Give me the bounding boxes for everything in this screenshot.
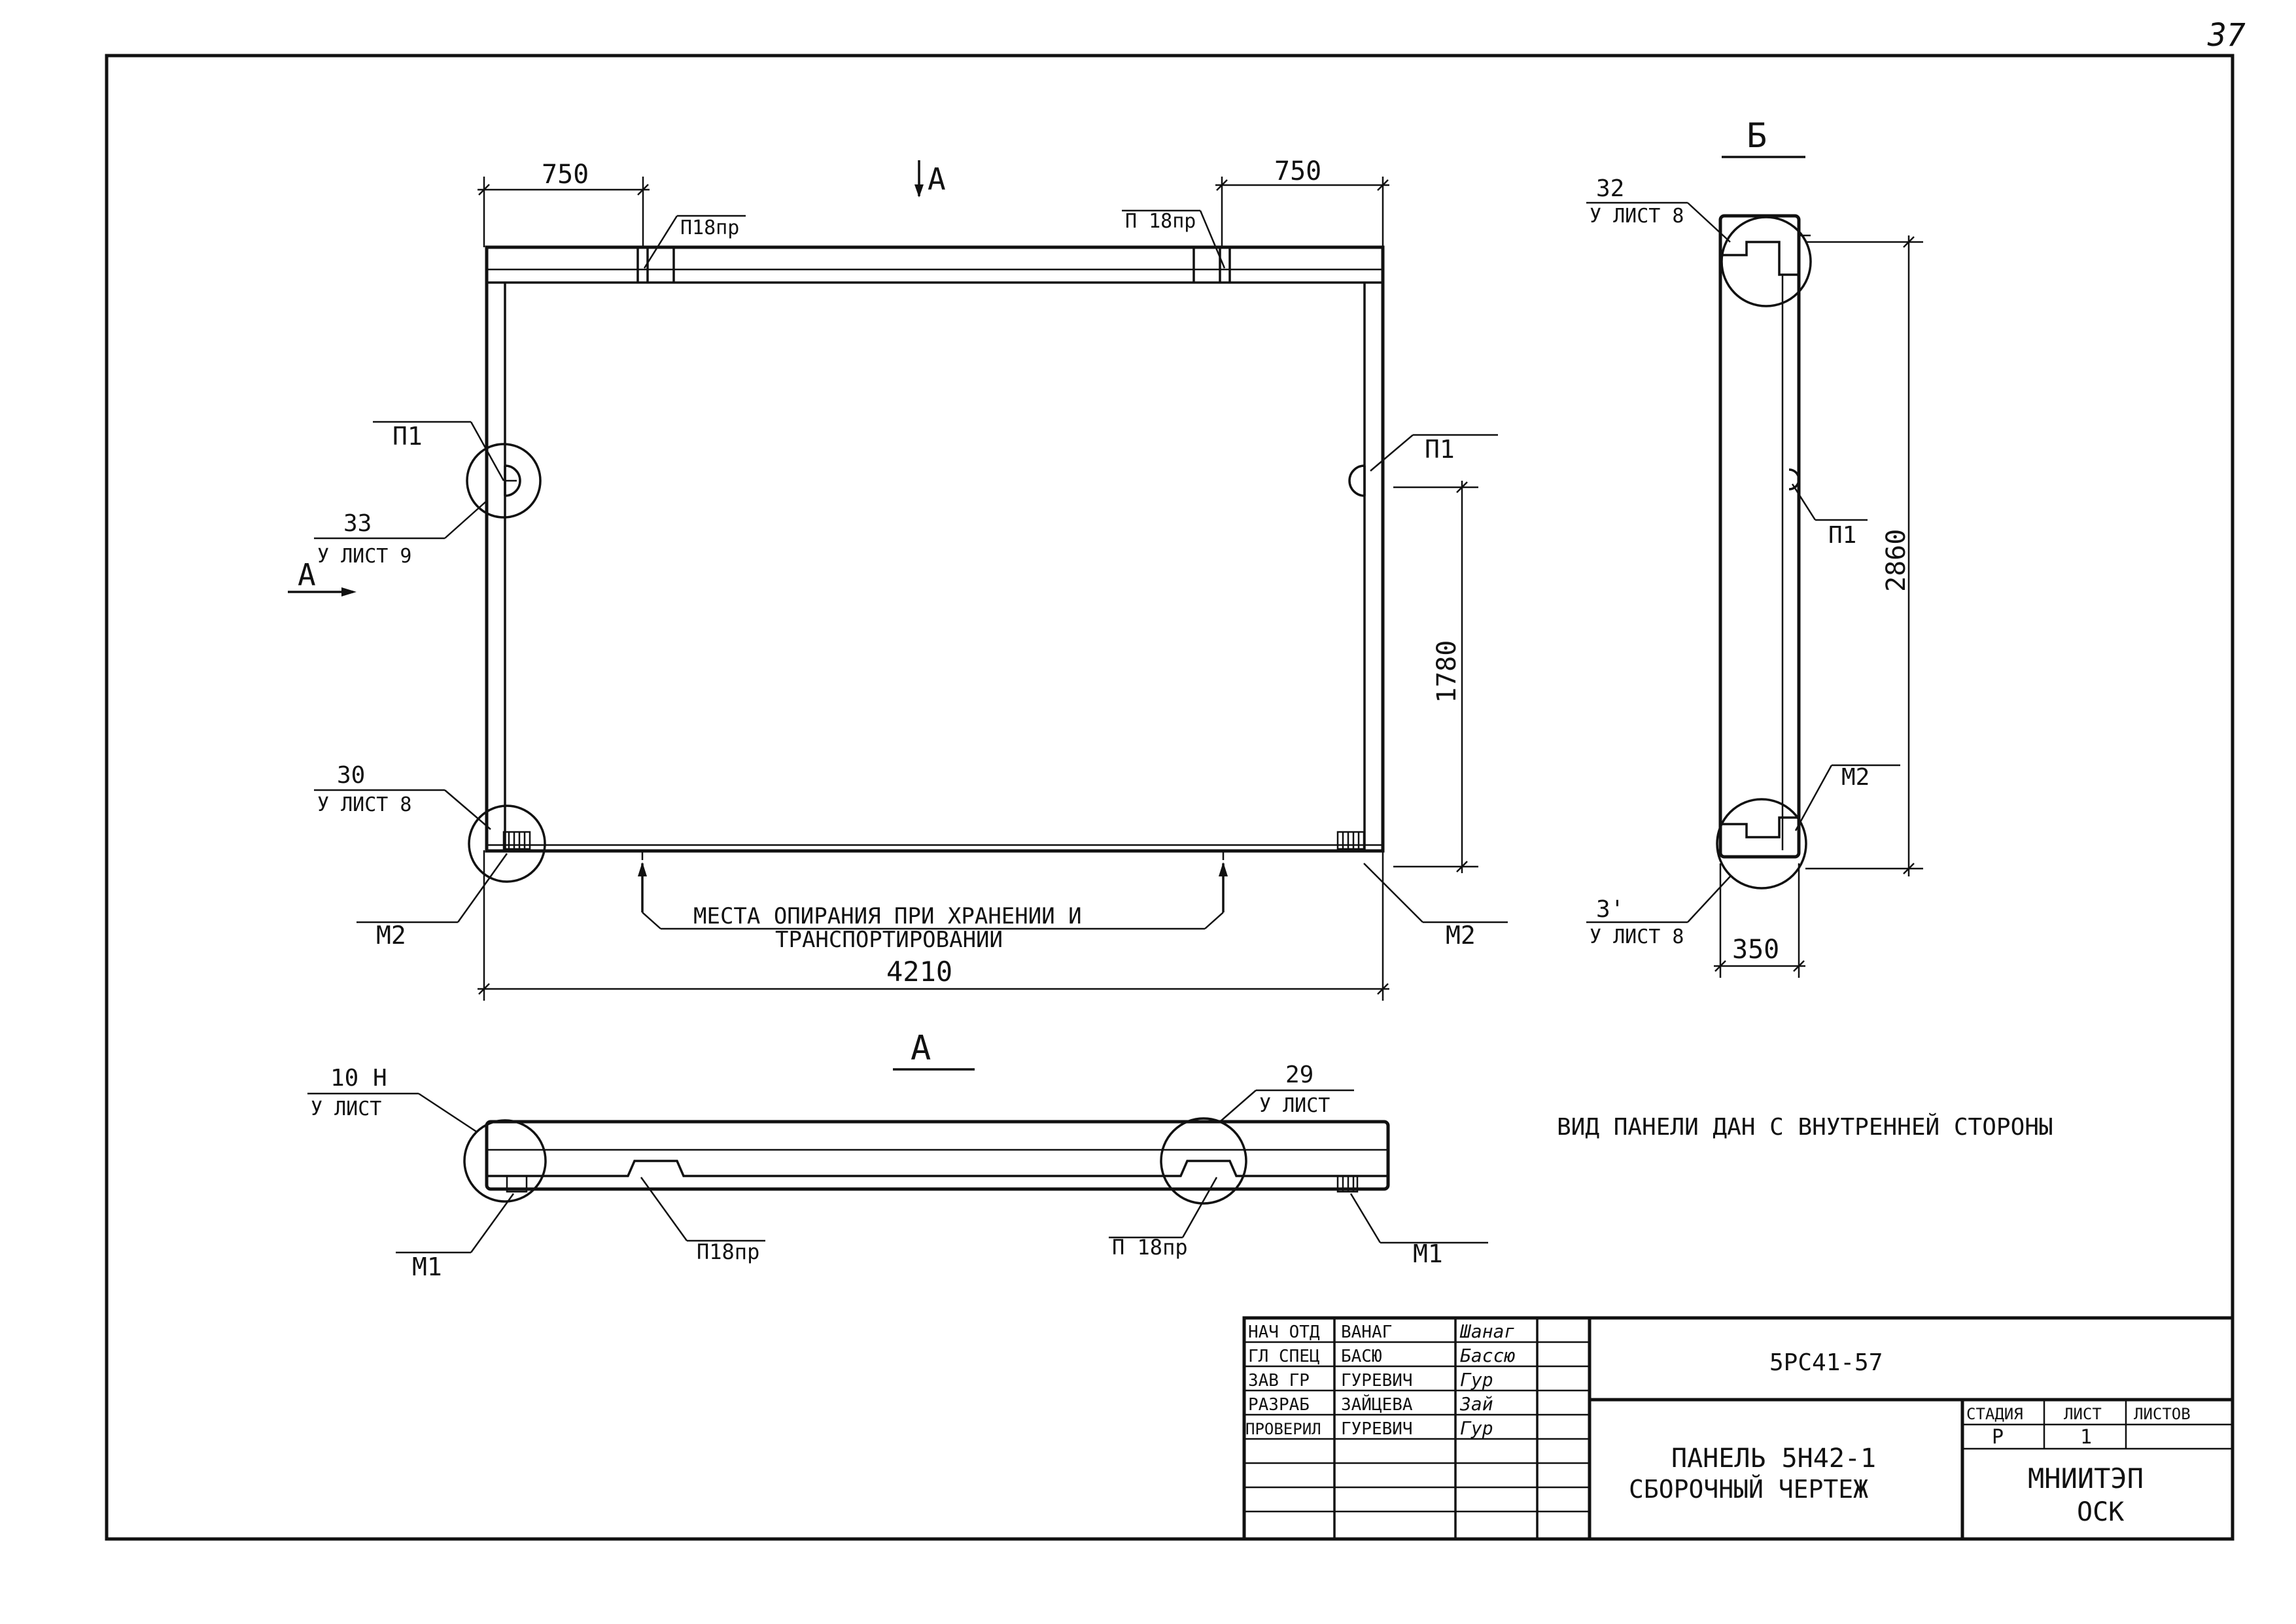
label-p18-top-left: П18пр bbox=[680, 216, 739, 239]
tb-title-line2: СБОРОЧНЫЙ ЧЕРТЕЖ bbox=[1629, 1475, 1868, 1504]
tb-sign-3: Зай bbox=[1459, 1393, 1493, 1415]
drawing-frame bbox=[105, 54, 2235, 1541]
side-view: Б 32 У ЛИСТ 8 П1 М2 3' У ЛИСТ 8 bbox=[1586, 116, 1923, 978]
label-p18-bottom-right: П 18пр bbox=[1112, 1235, 1188, 1260]
tb-name-4: ГУРЕВИЧ bbox=[1341, 1419, 1413, 1439]
tb-title-line1: ПАНЕЛЬ 5Н42-1 bbox=[1671, 1443, 1876, 1474]
tb-org-line2: ОСК bbox=[2077, 1497, 2124, 1527]
callout-29-num: 29 bbox=[1285, 1062, 1313, 1088]
dim-350: 350 bbox=[1732, 935, 1779, 965]
callout-33-num: 33 bbox=[343, 510, 372, 537]
label-p1-side: П1 bbox=[1828, 522, 1856, 549]
tb-sheets-header: ЛИСТОВ bbox=[2134, 1405, 2191, 1423]
label-m2-side: М2 bbox=[1841, 764, 1870, 791]
callout-10-num: 10 Н bbox=[330, 1065, 387, 1092]
label-p18-bottom-left: П18пр bbox=[697, 1239, 759, 1264]
tb-code: 5РС41-57 bbox=[1769, 1349, 1883, 1376]
tb-role-3: РАЗРАБ bbox=[1248, 1395, 1310, 1415]
tb-sign-4: Гур bbox=[1460, 1417, 1493, 1439]
tb-stage-header: СТАДИЯ bbox=[1966, 1405, 2023, 1423]
detail-circle-32 bbox=[1720, 216, 1812, 307]
tb-sign-2: Гур bbox=[1460, 1369, 1493, 1391]
tb-sign-1: Бассю bbox=[1460, 1345, 1515, 1366]
callout-10-sheet: У ЛИСТ bbox=[311, 1097, 381, 1120]
callout-30-num: 30 bbox=[337, 762, 365, 789]
label-m1-right: М1 bbox=[1413, 1239, 1443, 1268]
dim-4210: 4210 bbox=[886, 956, 952, 988]
detail-circle-10 bbox=[463, 1119, 547, 1203]
label-m2-left: М2 bbox=[376, 921, 406, 950]
tb-sheet-header: ЛИСТ bbox=[2064, 1405, 2102, 1423]
callout-3-sheet: У ЛИСТ 8 bbox=[1590, 925, 1684, 948]
tb-name-2: ГУРЕВИЧ bbox=[1341, 1371, 1413, 1391]
view-note: ВИД ПАНЕЛИ ДАН С ВНУТРЕННЕЙ СТОРОНЫ bbox=[1557, 1113, 2053, 1141]
callout-30-sheet: У ЛИСТ 8 bbox=[317, 793, 412, 816]
detail-circle-29 bbox=[1160, 1117, 1247, 1205]
front-view: 750 750 A П18пр П 18пр П1 33 У ЛИСТ 9 A bbox=[288, 156, 1508, 1001]
tb-org-line1: МНИИТЭП bbox=[2028, 1462, 2144, 1494]
top-view-title: А bbox=[911, 1029, 931, 1068]
callout-33-sheet: У ЛИСТ 9 bbox=[317, 545, 412, 568]
tb-role-0: НАЧ ОТД bbox=[1248, 1322, 1320, 1342]
dim-750-right: 750 bbox=[1274, 156, 1321, 186]
label-p1-left: П1 bbox=[392, 422, 423, 451]
tb-role-4: ПРОВЕРИЛ bbox=[1245, 1420, 1321, 1438]
tb-name-3: ЗАЙЦЕВА bbox=[1341, 1394, 1413, 1415]
top-panel-outline bbox=[485, 1120, 1390, 1191]
label-m1-left: М1 bbox=[412, 1253, 442, 1281]
dim-750-left: 750 bbox=[542, 160, 589, 190]
panel-outline bbox=[485, 245, 1385, 853]
tb-sheet-value: 1 bbox=[2080, 1426, 2092, 1449]
view-arrow-left-label: A bbox=[298, 557, 316, 593]
tb-sign-0: Шанаг bbox=[1459, 1321, 1515, 1342]
label-m2-right: М2 bbox=[1446, 921, 1476, 950]
title-block: НАЧ ОТД ВАНАГ Шанаг ГЛ СПЕЦ БАСЮ Бассю З… bbox=[1242, 1316, 2235, 1541]
detail-circle-33 bbox=[466, 443, 542, 519]
tb-name-0: ВАНАГ bbox=[1341, 1322, 1392, 1342]
side-view-title: Б bbox=[1747, 116, 1767, 156]
tb-stage-value: Р bbox=[1992, 1426, 2004, 1449]
tb-role-1: ГЛ СПЕЦ bbox=[1248, 1347, 1320, 1366]
label-p18-top-right: П 18пр bbox=[1125, 210, 1196, 233]
detail-circle-30 bbox=[468, 804, 546, 883]
label-p1-right: П1 bbox=[1425, 435, 1455, 464]
detail-circle-3 bbox=[1716, 798, 1807, 890]
side-panel-outline bbox=[1718, 214, 1801, 859]
callout-32-sheet: У ЛИСТ 8 bbox=[1590, 205, 1684, 228]
tb-name-1: БАСЮ bbox=[1341, 1347, 1382, 1366]
callout-32-num: 32 bbox=[1596, 175, 1624, 202]
dim-1780: 1780 bbox=[1432, 640, 1462, 703]
page-number: 37 bbox=[2207, 17, 2246, 54]
callout-3-num: 3' bbox=[1596, 896, 1624, 923]
callout-29-sheet: У ЛИСТ bbox=[1259, 1094, 1330, 1117]
support-note-line1: МЕСТА ОПИРАНИЯ ПРИ ХРАНЕНИИ И bbox=[693, 903, 1082, 929]
top-view: А 10 Н У ЛИСТ 29 У ЛИСТ М1 П18пр П 18пр … bbox=[307, 1029, 1488, 1281]
dim-2860: 2860 bbox=[1881, 529, 1911, 592]
support-note-line2: ТРАНСПОРТИРОВАНИИ bbox=[775, 927, 1003, 953]
tb-role-2: ЗАВ ГР bbox=[1248, 1371, 1310, 1391]
view-arrow-top-label: A bbox=[928, 162, 946, 197]
